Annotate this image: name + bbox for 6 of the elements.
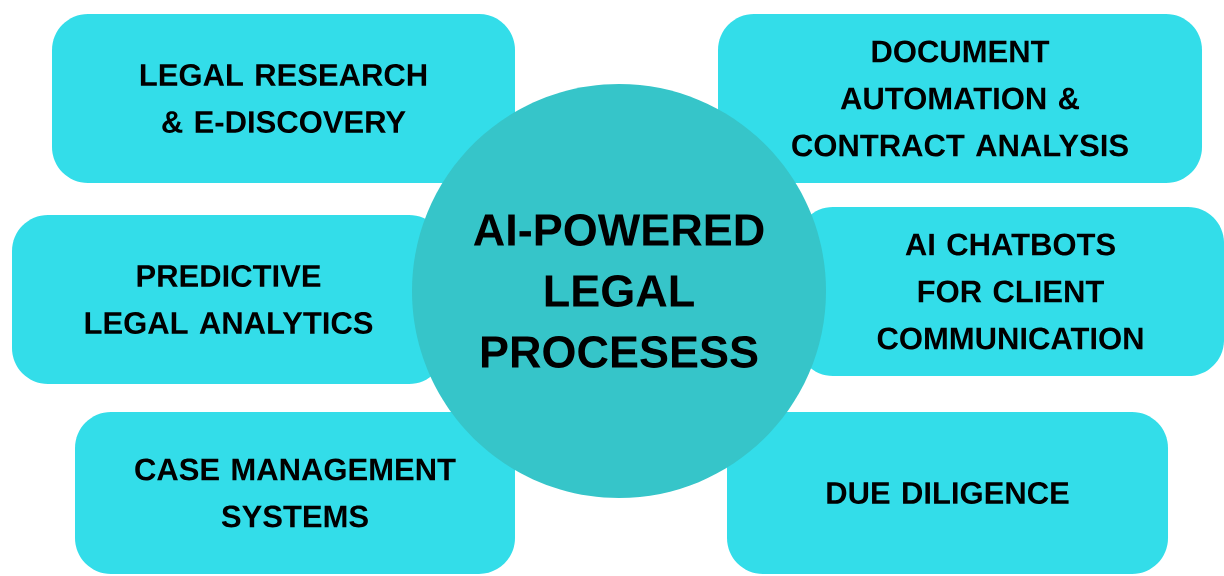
process-box: CASE MANAGEMENT SYSTEMS — [75, 412, 515, 574]
process-box: AI CHATBOTS FOR CLIENT COMMUNICATION — [797, 207, 1224, 376]
process-box: DUE DILIGENCE — [727, 412, 1168, 574]
process-box: DOCUMENT AUTOMATION & CONTRACT ANALYSIS — [718, 14, 1202, 183]
process-box: LEGAL RESEARCH & E-DISCOVERY — [52, 14, 515, 183]
process-box: PREDICTIVE LEGAL ANALYTICS — [12, 215, 445, 384]
